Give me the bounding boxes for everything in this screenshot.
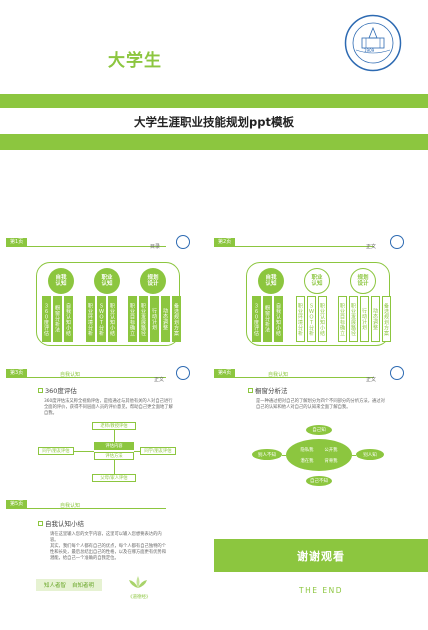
slide-3-logo-icon [176,366,190,380]
slide-5-head: 自我认知 [60,503,81,509]
slide-2-line [214,246,374,247]
s3-box-center-top: 评估内容 [94,442,134,450]
diagram-circle: 自我 认知 [258,268,284,294]
diagram-column: ３６０度评估 [42,296,51,342]
s4-node-top: 自己知 [306,425,332,435]
the-end: THE END [299,586,343,595]
hero-title: 大学生 [108,51,162,71]
diagram-circle: 规划 设计 [140,268,166,294]
s3-box-top: 老师/教授评估 [92,422,136,430]
slide-3-head: 自我认知 [60,372,81,378]
diagram-column: 行动计划 [360,296,369,342]
slide-5-text-2: 其实，我们每个人都有自己的优点，每个人都有自己独特的个性和长处，最后总结出自己的… [50,544,167,562]
slide-4-logo-icon [390,366,404,380]
s4-center-3: 潜在我 [300,459,314,464]
s3-connector [134,451,140,452]
slide-2-logo-icon [390,235,404,249]
diagram-column: 职业发展路径 [349,296,358,342]
diagram-column: ＳＷＯＴ分析 [97,296,106,342]
s3-box-left: 同学/朋友评估 [38,447,74,455]
slide-3-section: 360度评估 [38,385,77,395]
s4-center-ellipse [286,439,352,471]
logo-year: 1909 [364,48,375,53]
diagram-column: ３６０度评估 [252,296,261,342]
s3-box-bottom: 父母/家人评估 [92,474,136,482]
s3-box-right: 同学/朋友评估 [140,447,176,455]
slide-3-head-right: 正文 [154,377,165,383]
s3-connector [114,460,115,474]
s4-connector [282,455,286,456]
diagram-column: 自我认知小结 [274,296,283,342]
slide-5-tag: 第5页 [6,500,28,509]
s5-quote-2: 自知者明 [72,583,95,589]
s4-node-left: 别人不知 [252,449,282,460]
diagram-column: 自我认知小结 [64,296,73,342]
slide-4-line [214,377,374,378]
diagram-column: 橱窗分析法 [263,296,272,342]
s5-caption: 《道德经》 [128,595,151,600]
slide-4-tag: 第4页 [214,369,236,378]
s4-node-right: 别人知 [356,449,384,460]
slide-4-section: 橱窗分析法 [248,385,288,395]
slide-3-line [6,377,166,378]
diagram-column: 备选规划方案 [172,296,181,342]
diagram-column: 职业发展路径 [139,296,148,342]
s4-connector [352,455,356,456]
diagram-column: 职业环境分析 [86,296,95,342]
s3-connector [74,451,94,452]
lotus-icon [129,576,147,588]
s3-box-center-bottom: 评估方法 [94,452,134,460]
s5-quote-box: 知人者智 自知者明 [36,579,102,591]
slide-5-line [6,508,166,509]
s3-connector [114,430,115,442]
diagram-column: 动态调整 [161,296,170,342]
diagram-column: 职业认知小结 [318,296,327,342]
diagram-column: 备选规划方案 [382,296,391,342]
main-title: 大学生涯职业技能规划ppt模板 [134,115,294,129]
slide-1-line [6,246,166,247]
diagram-circle: 职业 认知 [94,268,120,294]
slide-3-tag: 第3页 [6,369,28,378]
slide-1-logo-icon [176,235,190,249]
thanks-banner: 谢谢观看 [214,539,428,572]
s4-center-1: 隐私我 [300,448,314,453]
slide-2-tag: 第2页 [214,238,236,247]
slide-5-text-1: 请在这里输入您的文字内容，这里可以输入您想要表达的内容。 [50,532,162,544]
diagram-column: 动态调整 [371,296,380,342]
s4-center-2: 公开我 [324,448,338,453]
diagram-circle: 自我 认知 [48,268,74,294]
diagram-column: 职业目标确立 [128,296,137,342]
slide-2-head: 正文 [366,244,377,250]
s5-quote-1: 知人者智 [43,583,66,589]
diagram-column: ＳＷＯＴ分析 [307,296,316,342]
slide-4-text: 是一种通过把对自己的了解划分为四个不同部分的分析方法，通过对自己的认知和他人对自… [256,399,385,411]
s4-node-bottom: 自己不知 [306,476,332,486]
diagram-circle: 职业 认知 [304,268,330,294]
slide-1-tag: 第1页 [6,238,28,247]
diagram-column: 职业认知小结 [108,296,117,342]
diagram-column: 行动计划 [150,296,159,342]
slide-4-head: 自我认知 [268,372,289,378]
diagram-column: 职业环境分析 [296,296,305,342]
title-banner-inner [0,108,428,134]
slide-4-head-right: 正文 [366,377,377,383]
university-logo [344,14,402,72]
slide-3-text: 360度评估法又称全视角评估，是指通过与其他有关的人对自己进行全面的评价，获得不… [44,399,173,417]
diagram-column: 橱窗分析法 [53,296,62,342]
slide-1-head: 目录 [150,244,161,250]
slide-5-section: 自我认知小结 [38,518,84,528]
diagram-column: 职业目标确立 [338,296,347,342]
s4-center-4: 背脊我 [324,459,338,464]
diagram-circle: 规划 设计 [350,268,376,294]
